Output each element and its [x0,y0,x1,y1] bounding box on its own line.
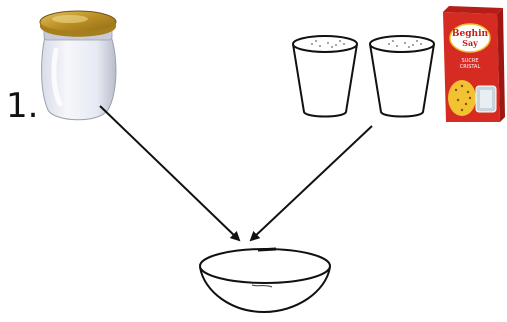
bowl-icon [200,249,330,312]
arrow-glasses-to-bowl [251,126,372,240]
sugar-product-line2: CRISTAL [460,64,481,70]
yogurt-jar-icon [40,11,116,120]
arrow-jar-to-bowl [100,106,239,240]
sugar-brand-line2: Say [462,38,478,48]
step-number: 1. [6,86,38,126]
glass-icon [293,36,357,117]
sugar-box-icon: Beghin Say SUCRE CRISTAL [443,6,505,122]
glass-icon [370,36,434,117]
